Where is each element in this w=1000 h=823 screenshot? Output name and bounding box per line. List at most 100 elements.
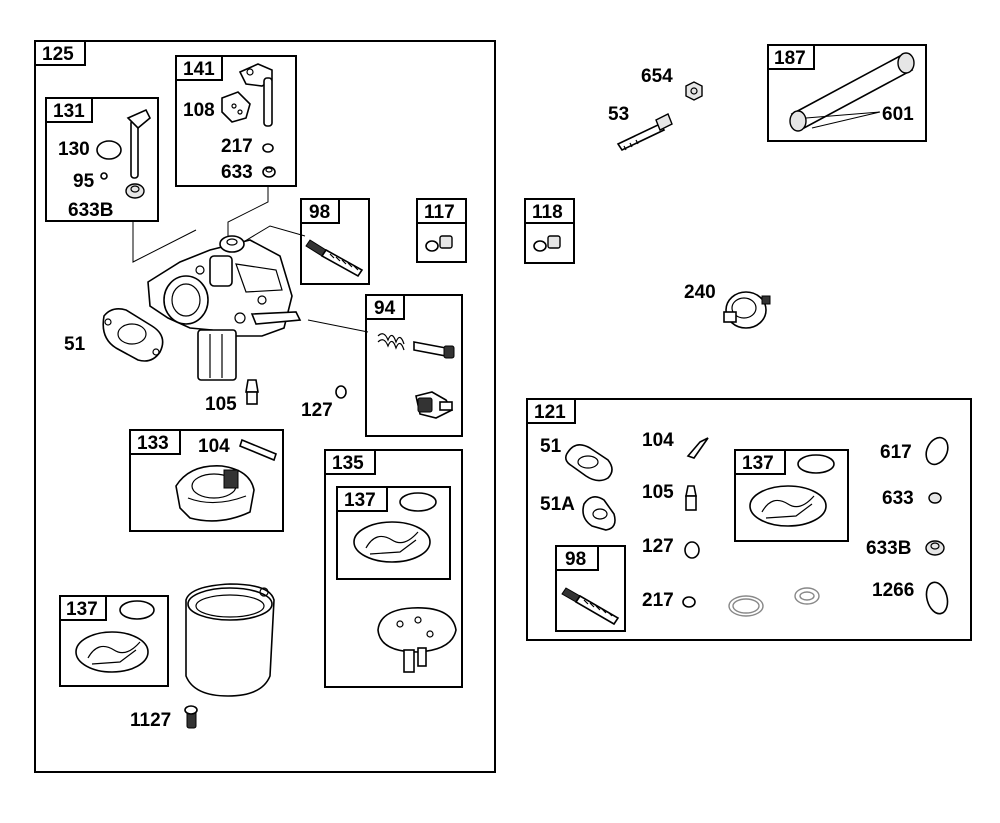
group-tag-box-137-inner <box>336 486 388 512</box>
oring-137-kit-part <box>797 454 835 474</box>
oring-127-part <box>335 385 347 399</box>
gasket-137-kit-part <box>749 485 827 527</box>
washer-ring-part <box>794 587 820 605</box>
group-tag-141: 141 <box>183 59 215 80</box>
oring-127-kit-part <box>684 541 700 559</box>
group-tag-133: 133 <box>137 433 169 454</box>
part-label-51A-kit: 51A <box>540 494 575 515</box>
part-label-217: 217 <box>221 136 253 157</box>
group-box-141 <box>175 55 297 187</box>
group-box-121 <box>526 398 972 641</box>
spring-screw-98-kit-part <box>561 587 620 626</box>
choke-shaft-part <box>126 108 151 179</box>
washer-633-kit-part <box>928 492 942 504</box>
nut-654-part <box>685 81 703 101</box>
bushing-633B-part <box>125 183 145 199</box>
group-tag-98: 98 <box>309 202 330 223</box>
part-label-617: 617 <box>880 442 912 463</box>
leader-94 <box>307 319 369 333</box>
group-tag-box-98 <box>300 198 340 224</box>
float-133-part <box>175 465 255 522</box>
leader-131 <box>132 221 197 263</box>
part-label-240: 240 <box>684 282 716 303</box>
washer-633-part <box>262 166 276 178</box>
idle-screw-94-part <box>413 341 455 359</box>
carburetor-body-part <box>147 235 302 381</box>
group-tag-box-187 <box>767 44 815 70</box>
part-label-633: 633 <box>221 162 253 183</box>
part-label-633B: 633B <box>68 200 113 221</box>
primer-bulb-240-part <box>723 291 771 329</box>
group-box-137-kit <box>734 449 849 542</box>
group-tag-125: 125 <box>42 44 74 65</box>
part-label-633-kit: 633 <box>882 488 914 509</box>
part-label-217-kit: 217 <box>642 590 674 611</box>
group-tag-box-137-kit <box>734 449 786 475</box>
part-label-95: 95 <box>73 171 95 192</box>
seal-217-kit-part <box>682 596 696 608</box>
part-label-1266: 1266 <box>872 580 914 601</box>
group-tag-135: 135 <box>332 453 364 474</box>
group-tag-98-kit: 98 <box>565 549 586 570</box>
leader-601 <box>805 111 881 129</box>
group-box-94 <box>365 294 463 437</box>
part-label-105-kit: 105 <box>642 482 674 503</box>
group-tag-121: 121 <box>534 402 566 423</box>
bushing-633B-kit-part <box>925 540 945 556</box>
gasket-51-part <box>102 308 164 362</box>
screw-95-part <box>100 172 108 180</box>
bowl-screw-1127-part <box>184 705 198 729</box>
group-tag-box-98-kit <box>555 545 599 571</box>
choke-plate-part <box>96 140 122 160</box>
group-tag-box-125 <box>34 40 86 66</box>
pin-104-part <box>239 438 277 462</box>
spring-screw-98-part <box>305 239 364 278</box>
group-tag-box-131 <box>45 97 93 123</box>
leader-141 <box>227 186 269 248</box>
jet-117-part <box>425 235 453 252</box>
oring-1266-part <box>925 581 949 615</box>
float-bowl-part <box>185 583 275 697</box>
needle-105-kit-part <box>685 485 697 511</box>
part-label-654: 654 <box>641 66 673 87</box>
part-label-53: 53 <box>608 104 629 125</box>
group-box-137-left <box>59 595 169 687</box>
gasket-51A-kit-part <box>582 496 616 531</box>
group-box-187 <box>767 44 927 142</box>
group-box-131 <box>45 97 159 222</box>
gasket-137-inner-part <box>353 521 431 563</box>
part-label-130: 130 <box>58 139 90 160</box>
group-box-135 <box>324 449 463 688</box>
oring-137-inner-part <box>399 492 437 512</box>
part-label-1127: 1127 <box>130 710 171 731</box>
group-tag-box-137-left <box>59 595 107 621</box>
group-tag-box-141 <box>175 55 223 81</box>
throttle-shaft-part <box>238 63 273 127</box>
part-label-601: 601 <box>882 104 914 125</box>
group-box-125 <box>34 40 496 773</box>
part-label-127-kit: 127 <box>642 536 674 557</box>
group-tag-box-117 <box>416 198 467 224</box>
part-label-51-kit: 51 <box>540 436 562 457</box>
group-tag-box-94 <box>365 294 405 320</box>
oring-137-left-part <box>119 600 155 620</box>
group-tag-box-133 <box>129 429 181 455</box>
stud-53-part <box>616 113 673 152</box>
group-tag-box-118 <box>524 198 575 224</box>
group-tag-137-left: 137 <box>66 599 98 620</box>
gasket-137-left-part <box>75 631 149 673</box>
group-tag-117: 117 <box>424 202 455 223</box>
group-tag-box-135 <box>324 449 376 475</box>
fuel-line-187-part <box>789 52 915 132</box>
part-label-104: 104 <box>198 436 230 457</box>
gasket-51-kit-part <box>564 444 613 482</box>
part-label-51: 51 <box>64 334 86 355</box>
float-bowl-plate-135-part <box>377 607 457 673</box>
throttle-plate-part <box>221 91 251 123</box>
solenoid-94-part <box>415 391 454 419</box>
group-tag-94: 94 <box>374 298 396 319</box>
jet-118-part <box>533 235 561 252</box>
group-tag-box-121 <box>526 398 576 424</box>
spring-94-part <box>377 333 405 351</box>
